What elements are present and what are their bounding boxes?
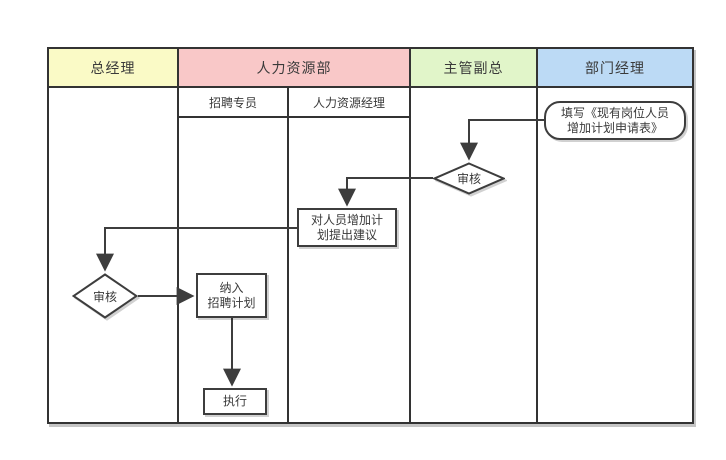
node-label: 审核 — [92, 289, 117, 304]
node-text-line: 划提出建议 — [316, 227, 377, 242]
sub-lane-divider — [287, 86, 289, 422]
lane-header-general-manager: 总经理 — [49, 49, 177, 86]
node-text-line: 招聘计划 — [207, 295, 256, 310]
node-text-line: 填写《现有岗位人员 — [560, 105, 669, 120]
sub-header-divider — [177, 116, 411, 118]
lane-header-label: 部门经理 — [585, 59, 645, 76]
node-text-line: 增加计划申请表》 — [566, 120, 663, 135]
lane-header-hr-department: 人力资源部 — [179, 49, 409, 86]
lane-header-label: 人力资源部 — [256, 59, 332, 76]
node-text-line: 对人员增加计 — [310, 212, 383, 227]
decision-diamond-shape — [433, 162, 505, 195]
lane-divider — [177, 49, 179, 422]
node-execute: 执行 — [203, 388, 267, 415]
sub-lane-header-label: 招聘专员 — [208, 95, 257, 110]
node-vp-review-decision: 审核 — [433, 162, 505, 195]
node-gm-review-decision: 审核 — [72, 273, 138, 319]
lane-divider — [409, 49, 411, 422]
sub-lane-header-hr-manager: 人力资源经理 — [289, 88, 409, 116]
sub-lane-header-label: 人力资源经理 — [312, 95, 385, 110]
node-label: 审核 — [456, 172, 481, 186]
lane-header-department-manager: 部门经理 — [538, 49, 692, 86]
decision-diamond-shape — [72, 273, 138, 319]
lane-header-label: 主管副总 — [443, 59, 504, 76]
header-divider — [49, 86, 692, 88]
node-include-recruitment-plan: 纳入 招聘计划 — [196, 273, 267, 318]
sub-lane-header-recruitment-specialist: 招聘专员 — [179, 88, 287, 116]
lane-header-label: 总经理 — [90, 59, 136, 76]
node-label: 执行 — [222, 394, 247, 408]
node-fill-application-form: 填写《现有岗位人员 增加计划申请表》 — [544, 101, 686, 140]
node-hr-suggestion: 对人员增加计 划提出建议 — [297, 208, 397, 247]
lane-divider — [536, 49, 538, 422]
node-text-line: 纳入 — [219, 280, 244, 295]
lane-header-vice-president: 主管副总 — [411, 49, 536, 86]
